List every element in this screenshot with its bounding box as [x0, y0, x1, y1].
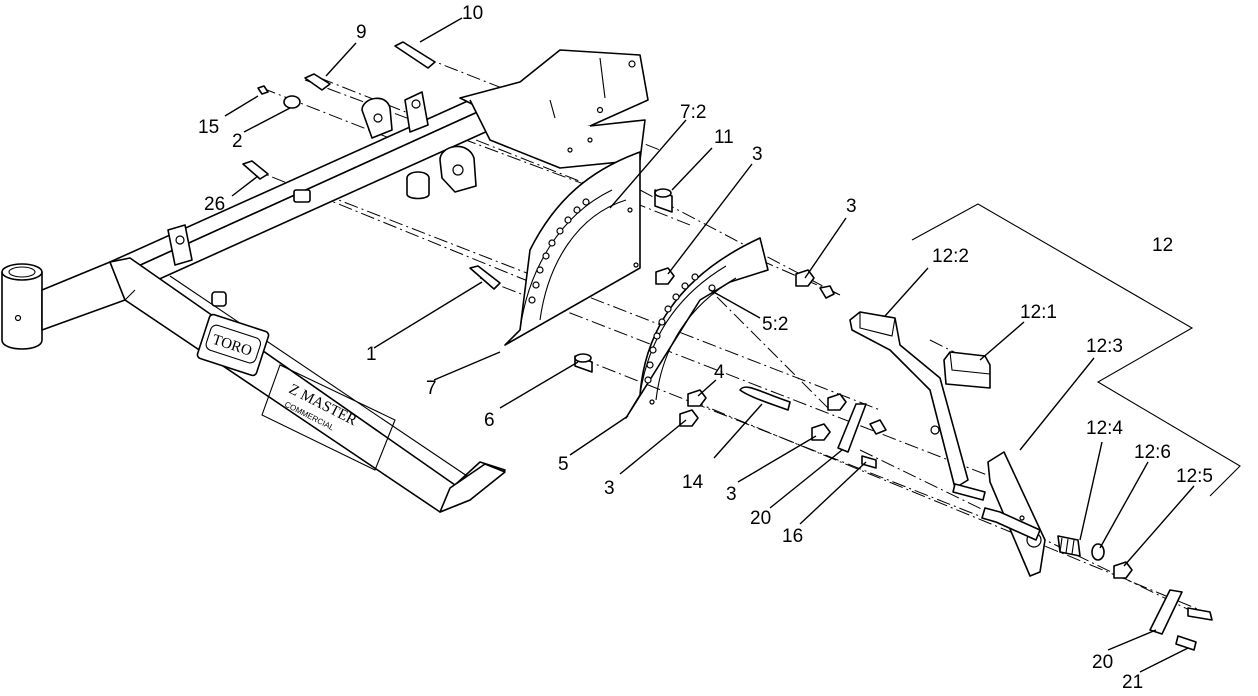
- callout-12-2: 12:2: [932, 246, 969, 267]
- callout-20: 20: [750, 508, 771, 529]
- callout-15: 15: [198, 117, 219, 138]
- callout-21: 21: [1122, 672, 1143, 693]
- callout-7: 7: [426, 378, 437, 399]
- callout-26: 26: [204, 194, 225, 215]
- callout-14: 14: [682, 472, 704, 493]
- callout-12-6: 12:6: [1134, 442, 1171, 463]
- sector-plate-5: [625, 237, 769, 419]
- callout-12-3: 12:3: [1086, 336, 1123, 357]
- callout-labels: 10 9 15 2 26 7:2 11 3 3 12 12:2 12:1 12:…: [198, 3, 1213, 693]
- callout-6: 6: [484, 410, 495, 431]
- callout-2: 2: [232, 131, 243, 152]
- callout-11: 11: [714, 127, 734, 148]
- callout-20: 20: [1092, 652, 1113, 673]
- callout-3: 3: [726, 484, 737, 505]
- callout-12-1: 12:1: [1020, 302, 1057, 323]
- callout-3: 3: [846, 196, 857, 217]
- callout-3: 3: [752, 144, 763, 165]
- callout-7-2: 7:2: [680, 102, 706, 123]
- pedal-assembly-12: [849, 203, 1241, 577]
- sector-plate-7: [504, 151, 641, 346]
- callout-4: 4: [714, 362, 725, 383]
- callout-9: 9: [356, 22, 367, 43]
- callout-16: 16: [782, 526, 803, 547]
- callout-12: 12: [1152, 235, 1173, 256]
- callout-3: 3: [604, 478, 615, 499]
- callout-1: 1: [366, 344, 377, 365]
- callout-10: 10: [462, 3, 483, 24]
- callout-5: 5: [558, 454, 569, 475]
- callout-12-5: 12:5: [1176, 466, 1213, 487]
- callout-12-4: 12:4: [1086, 418, 1123, 439]
- callout-5-2: 5:2: [762, 314, 788, 335]
- leader-lines: [224, 17, 1195, 673]
- main-frame: TORO Z MASTER COMMERCIAL: [1, 49, 649, 513]
